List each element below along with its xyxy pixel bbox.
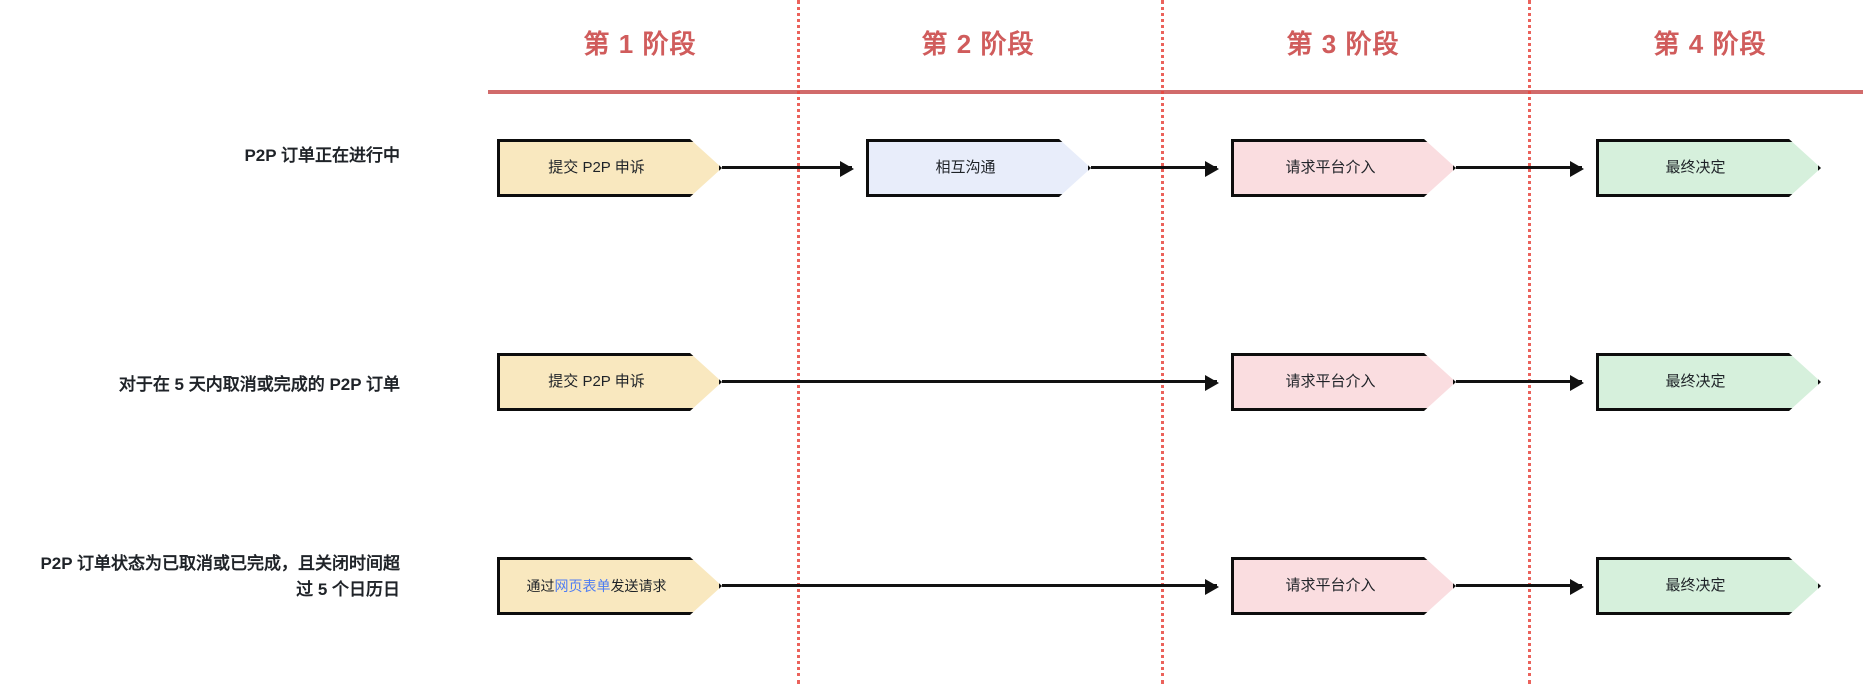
- connector-arrow-r3-2: [1456, 579, 1584, 595]
- step-label: 最终决定: [1665, 577, 1726, 595]
- step-label: 最终决定: [1665, 159, 1726, 177]
- step-request-platform-intervention-row2[interactable]: 请求平台介入: [1231, 353, 1456, 411]
- phase-header-1: 第 1 阶段: [583, 29, 697, 59]
- connector-arrow-r1-2: [1091, 161, 1219, 177]
- row-label-2: 对于在 5 天内取消或完成的 P2P 订单: [118, 375, 400, 394]
- step-label: 请求平台介入: [1285, 159, 1376, 177]
- step-label-wrapper: 通过网页表单发送请求: [527, 577, 667, 595]
- step-submit-p2p-appeal-row2[interactable]: 提交 P2P 申诉: [497, 353, 722, 411]
- step-final-decision-row3[interactable]: 最终决定: [1596, 557, 1821, 615]
- phase-header-4: 第 4 阶段: [1653, 29, 1767, 59]
- phase-divider-2: [1161, 0, 1164, 684]
- step-submit-p2p-appeal-row1[interactable]: 提交 P2P 申诉: [497, 139, 722, 197]
- connector-arrow-r1-1: [722, 161, 854, 177]
- step-label: 提交 P2P 申诉: [548, 159, 645, 177]
- step-label: 提交 P2P 申诉: [548, 373, 645, 391]
- row-label-line-1: P2P 订单状态为已取消或已完成，且关闭时间超: [40, 554, 400, 573]
- row-label-1: P2P 订单正在进行中: [244, 146, 400, 165]
- connector-arrow-r2-2: [1456, 375, 1584, 391]
- step-send-request-via-web-form-row3[interactable]: 通过网页表单发送请求: [497, 557, 722, 615]
- step-final-decision-row1[interactable]: 最终决定: [1596, 139, 1821, 197]
- phase-header-3: 第 3 阶段: [1286, 29, 1400, 59]
- step-mutual-communication-row1[interactable]: 相互沟通: [866, 139, 1091, 197]
- connector-arrow-r1-3: [1456, 161, 1584, 177]
- phase-header-2: 第 2 阶段: [921, 29, 1035, 59]
- step-request-platform-intervention-row3[interactable]: 请求平台介入: [1231, 557, 1456, 615]
- step-request-platform-intervention-row1[interactable]: 请求平台介入: [1231, 139, 1456, 197]
- header-divider-rule: [488, 90, 1863, 94]
- phase-divider-3: [1528, 0, 1531, 684]
- connector-arrow-r2-1: [722, 375, 1219, 391]
- row-label-line-2: 过 5 个日历日: [296, 580, 400, 600]
- row-label-3: P2P 订单状态为已取消或已完成，且关闭时间超 过 5 个日历日: [20, 551, 400, 604]
- step-final-decision-row2[interactable]: 最终决定: [1596, 353, 1821, 411]
- web-form-link[interactable]: 网页表单: [554, 577, 611, 594]
- step-label: 相互沟通: [935, 159, 996, 177]
- step-label: 最终决定: [1665, 373, 1726, 391]
- step-label-before: 通过: [526, 577, 555, 594]
- connector-arrow-r3-1: [722, 579, 1219, 595]
- step-label: 请求平台介入: [1285, 577, 1376, 595]
- step-label-after: 发送请求: [610, 577, 667, 594]
- step-label: 请求平台介入: [1285, 373, 1376, 391]
- phase-divider-1: [797, 0, 800, 684]
